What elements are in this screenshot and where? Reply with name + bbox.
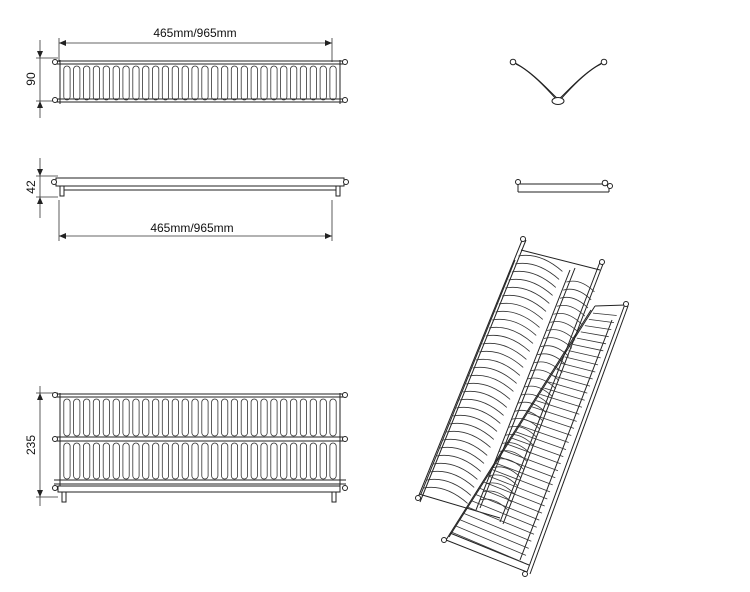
side-view-bracket [509,58,608,105]
top-height-label: 90 [24,72,38,86]
isometric-view [415,236,629,577]
bottom-height-label: 235 [24,435,38,455]
side-view-tray [515,179,613,193]
middle-height-label: 42 [24,180,38,194]
front-view-single-tier: 465mm/965mm 90 [24,26,348,118]
top-width-label: 465mm/965mm [153,26,236,40]
front-view-two-tier: 235 [24,386,348,506]
front-view-drip-tray: 42 465mm/965mm [24,158,349,241]
middle-width-label: 465mm/965mm [150,221,233,235]
